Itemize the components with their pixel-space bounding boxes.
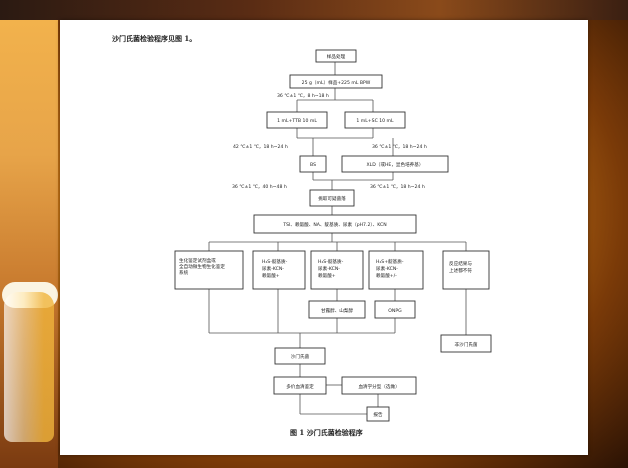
figure-caption: 图 1 沙门氏菌检验程序 (290, 428, 363, 437)
box-tt-broth: 1 mL+TTB 10 mL (266, 111, 328, 129)
svg-text:多价血清鉴定: 多价血清鉴定 (286, 383, 314, 390)
svg-text:生化鉴定试剂盒或 全自动微生物生化鉴定: 生化鉴定试剂盒或 全自动微生物生化鉴定 系统 (179, 257, 226, 276)
cond-incubation-2b: 36 ℃±1 ℃，18 h~24 h (372, 144, 427, 150)
svg-text:1 mL+SC 10 mL: 1 mL+SC 10 mL (356, 118, 394, 124)
svg-text:25 g（mL）样品+225 mL BPW: 25 g（mL）样品+225 mL BPW (302, 79, 371, 86)
svg-text:TSI、赖氨酸、NA、靛基质、尿素（pH7.2）、KCN: TSI、赖氨酸、NA、靛基质、尿素（pH7.2）、KCN (282, 221, 386, 228)
beer-glass-decor (4, 292, 54, 442)
box-result-4: H₂S+靛基质- 尿素-KCN- 赖氨酸+/- (368, 250, 424, 290)
svg-text:ONPG: ONPG (388, 308, 402, 314)
box-result-3: H₂S-靛基质- 尿素-KCN- 赖氨酸+ (310, 250, 364, 290)
box-no-match: 反应结果与 上述都不符 (442, 250, 490, 290)
connector-lines (208, 62, 467, 415)
svg-text:样品处理: 样品处理 (327, 53, 346, 60)
svg-text:非沙门氏菌: 非沙门氏菌 (455, 341, 478, 348)
box-serotyping: 血清学分型（选做） (341, 376, 417, 395)
svg-text:1 mL+TTB 10 mL: 1 mL+TTB 10 mL (277, 118, 317, 124)
svg-text:H₂S-靛基质- 尿素-KCN- 赖: H₂S-靛基质- 尿素-KCN- 赖氨酸+ (318, 258, 345, 279)
box-onpg: ONPG (374, 300, 416, 319)
svg-text:甘露醇、山梨醇: 甘露醇、山梨醇 (321, 307, 354, 314)
cond-incubation-1: 36 ℃±1 ℃，8 h~18 h (277, 93, 329, 99)
box-result-2: H₂S-靛基质- 尿素-KCN- 赖氨酸+ (252, 250, 306, 290)
svg-text:血清学分型（选做）: 血清学分型（选做） (358, 383, 399, 390)
box-pick-colonies: 挑取可疑菌落 (309, 189, 355, 207)
svg-text:H₂S+靛基质- 尿素-KCN- 赖: H₂S+靛基质- 尿素-KCN- 赖氨酸+/- (376, 258, 405, 279)
svg-text:H₂S-靛基质- 尿素-KCN- 赖: H₂S-靛基质- 尿素-KCN- 赖氨酸+ (262, 258, 289, 279)
box-biochem-kit: 生化鉴定试剂盒或 全自动微生物生化鉴定 系统 (174, 250, 244, 290)
cond-incubation-2a: 42 ℃±1 ℃，18 h~24 h (233, 144, 288, 150)
top-band (0, 0, 628, 20)
svg-text:沙门氏菌: 沙门氏菌 (291, 353, 310, 360)
svg-text:报告: 报告 (373, 411, 383, 418)
box-sample: 样品处理 (315, 49, 357, 63)
cond-incubation-3a: 36 ℃±1 ℃，40 h~48 h (232, 184, 287, 190)
box-sc-broth: 1 mL+SC 10 mL (344, 111, 406, 129)
document-heading: 沙门氏菌检验程序见图 1。 (112, 34, 197, 43)
cond-incubation-3b: 36 ℃±1 ℃，18 h~24 h (370, 184, 425, 190)
box-bs-agar: BS (299, 155, 327, 173)
box-xld-agar: XLD（或HE，显色培养基） (341, 155, 449, 173)
box-biochem-tests: TSI、赖氨酸、NA、靛基质、尿素（pH7.2）、KCN (253, 214, 417, 234)
svg-text:BS: BS (310, 162, 316, 168)
svg-text:反应结果与 上述都不符: 反应结果与 上述都不符 (449, 260, 473, 274)
svg-text:挑取可疑菌落: 挑取可疑菌落 (318, 195, 346, 202)
box-polyvalent-serum: 多价血清鉴定 (273, 376, 327, 395)
box-non-salmonella: 非沙门氏菌 (440, 334, 492, 353)
box-salmonella: 沙门氏菌 (274, 347, 326, 365)
svg-text:XLD（或HE，显色培养基）: XLD（或HE，显色培养基） (367, 161, 424, 168)
box-mannitol-sorbitol: 甘露醇、山梨醇 (308, 300, 366, 319)
box-pre-enrichment: 25 g（mL）样品+225 mL BPW (289, 74, 383, 89)
box-report: 报告 (366, 406, 390, 422)
